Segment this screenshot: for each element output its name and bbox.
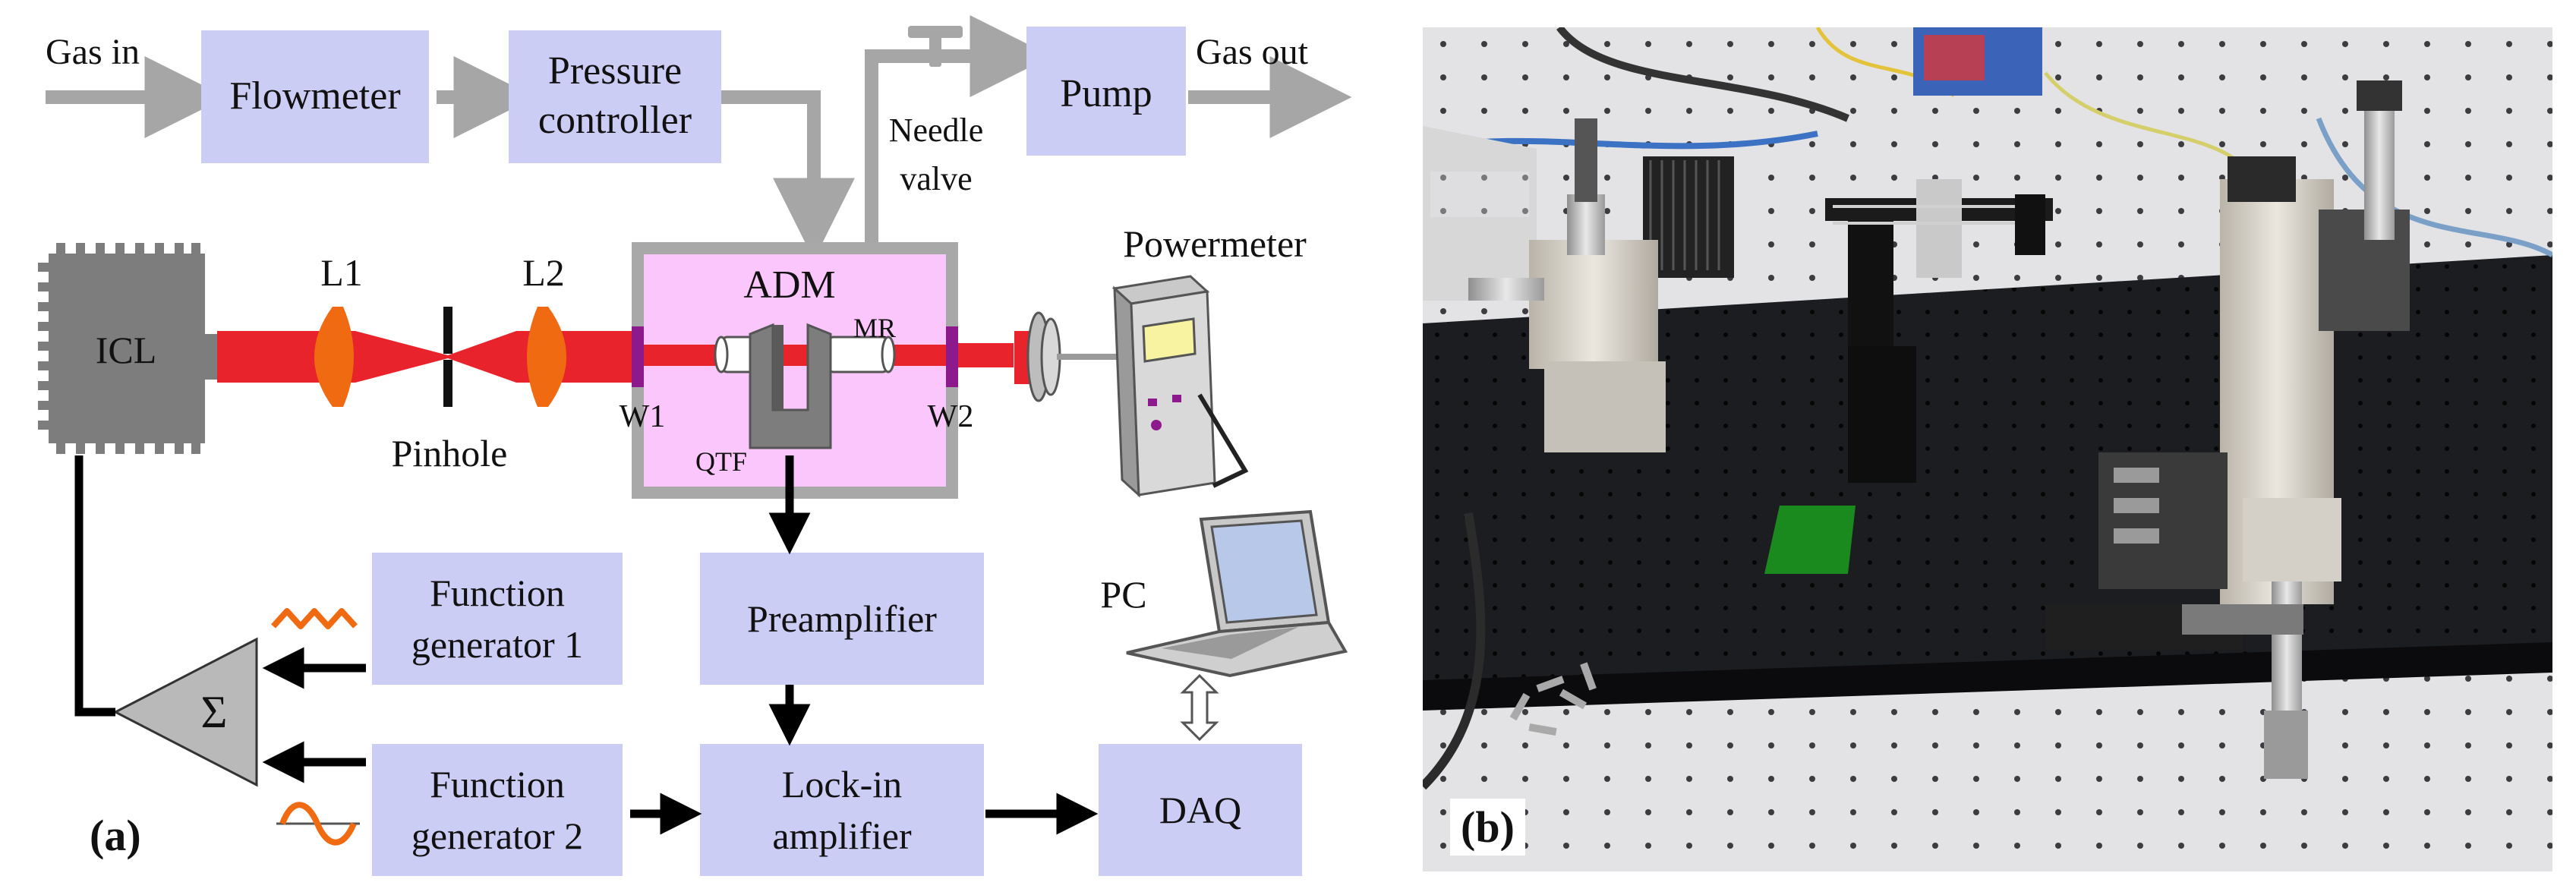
powermeter-device [1111,275,1249,498]
pump-box [1026,27,1186,156]
gas-in-label: Gas in [46,32,140,72]
chamber-to-pump-line [865,15,1052,243]
setup-photograph: (b) [1423,27,2552,871]
laptop-icon [1126,509,1348,678]
icl-label: ICL [96,329,157,371]
panel-b-label: (b) [1450,799,1525,856]
window-w2-label: W2 [928,399,974,434]
beam-in-chamber [644,345,946,366]
signal-lines [74,455,1099,835]
icl-laser [38,243,217,454]
window-w1-label: W1 [620,399,666,434]
setup-schematic: Needle valve Gas in Gas out Flowmeter Pr… [38,15,1352,876]
lockin-amplifier-box [700,744,984,876]
summer-to-icl-line [74,455,115,717]
daq-box [1099,744,1302,876]
window-w2 [946,326,958,387]
panel-a-label: (a) [90,811,141,860]
pressure-controller-box [509,30,721,163]
lens-l1-label: L1 [320,251,363,294]
adm-chamber [632,242,958,499]
summing-amplifier [112,637,258,787]
lens-l2-label: L2 [522,251,565,294]
function-generator-1-label-1: Function [430,572,565,614]
pc-daq-double-arrow [1180,673,1219,742]
lens-l2 [527,307,566,407]
qtf-label: QTF [695,446,747,477]
summing-symbol: Σ [201,687,228,737]
pump-label: Pump [1060,72,1152,115]
preamplifier-box [700,553,984,685]
daq-label: DAQ [1159,789,1241,831]
pinhole [443,307,452,407]
pinhole-label: Pinhole [392,432,508,474]
triangle-wave-icon [271,608,358,629]
lockin-amplifier-label-1: Lock-in [782,763,902,805]
qtf-inner-shadow [773,325,784,410]
lockin-amplifier-label-2: amplifier [772,815,912,857]
gas-out-label: Gas out [1196,32,1309,72]
lens-l1 [314,307,354,407]
pressure-controller-label-1: Pressure [548,49,682,93]
gas-lines [46,15,1352,260]
function-generator-1-box [372,553,623,685]
flowmeter-label: Flowmeter [229,74,400,118]
needle-valve-icon [908,26,963,67]
needle-valve-label-2: valve [900,160,972,197]
pressure-to-chamber-arrow [721,90,855,260]
pc-label: PC [1100,573,1146,616]
mr-label: MR [853,313,896,343]
flowmeter-box [201,30,429,163]
sine-wave-icon [276,802,360,846]
function-generator-2-label-1: Function [430,763,565,805]
function-generator-2-box [372,744,623,876]
powermeter-label: Powermeter [1123,222,1307,265]
preamplifier-label: Preamplifier [747,597,937,640]
powermeter-head [1014,311,1118,402]
adm-label: ADM [743,263,835,307]
needle-valve-label-1: Needle [889,112,984,149]
pressure-controller-label-2: controller [538,99,692,142]
function-generator-1-label-2: generator 1 [411,623,583,666]
window-w1 [632,326,644,387]
photograph-drawing [1423,27,2552,871]
function-generator-2-label-2: generator 2 [411,815,583,857]
